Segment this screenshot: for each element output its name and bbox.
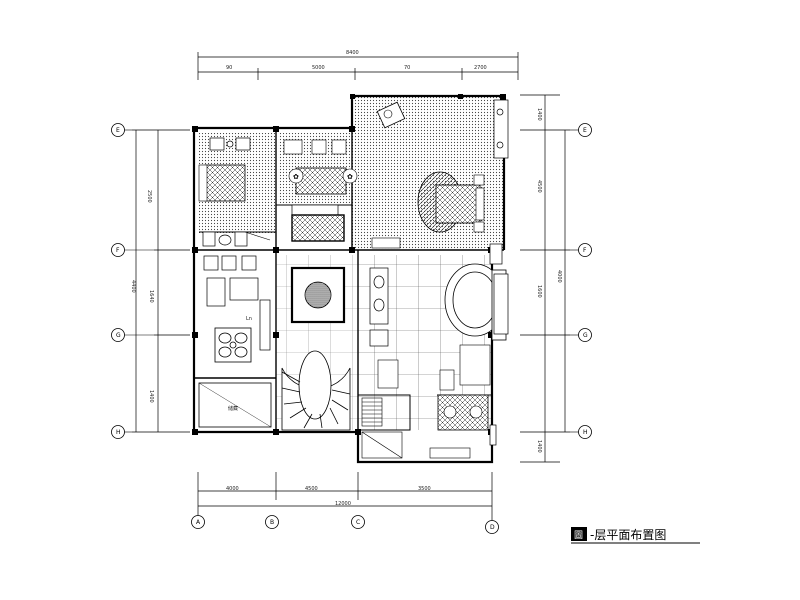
svg-text:圖: 圖 xyxy=(574,530,583,541)
closet-mid xyxy=(283,139,347,155)
axis-label-g-left: G xyxy=(116,332,121,339)
dining-table xyxy=(214,327,252,363)
axis-label-h-right: H xyxy=(583,429,588,436)
axis-line-c: C xyxy=(351,515,365,529)
dim-top-3: 70 xyxy=(404,65,410,71)
axis-line-a: A xyxy=(191,515,205,529)
axis-label-c: C xyxy=(356,519,360,526)
dim-bottom-1: 4000 xyxy=(226,486,239,492)
dim-left-3: 1640 xyxy=(148,290,154,303)
axis-label-f-right: F xyxy=(583,247,587,254)
stair-landing-rug xyxy=(291,214,345,242)
svg-text:✿: ✿ xyxy=(293,173,299,181)
dim-left-2: 4400 xyxy=(130,280,136,293)
lounge-chair xyxy=(376,101,406,129)
left-dimension-lines xyxy=(132,129,190,433)
axis-label-b: B xyxy=(270,519,274,526)
storage-room: 储藏 xyxy=(198,382,272,428)
tv-cabinet-mid xyxy=(291,204,339,216)
svg-text:✿: ✿ xyxy=(347,173,353,181)
axis-label-d: D xyxy=(490,524,495,531)
dim-bottom-3: 3500 xyxy=(418,486,431,492)
dim-top-2: 5000 xyxy=(312,65,325,71)
dim-right-5: 1400 xyxy=(536,440,542,453)
dim-left-4: 1400 xyxy=(148,390,154,403)
laundry-corner xyxy=(361,431,471,459)
dim-right-2: 4500 xyxy=(536,180,542,193)
armchairs-left xyxy=(209,137,251,151)
drawing-title: -层平面布置图 xyxy=(590,528,666,542)
axis-bubbles-left: E F G H xyxy=(111,123,154,439)
dim-left-1: 2500 xyxy=(146,190,152,203)
axis-bubbles-right: E F G H xyxy=(570,123,592,439)
dim-right-3: 1600 xyxy=(536,285,542,298)
wardrobe-master xyxy=(371,237,401,249)
master-bed xyxy=(417,171,485,233)
bathroom-bed xyxy=(437,394,489,431)
spiral-staircase xyxy=(281,350,351,431)
vanity-sinks xyxy=(369,267,389,347)
axis-label-a: A xyxy=(196,519,201,526)
dim-right-4: 4000 xyxy=(556,270,562,283)
bay-window xyxy=(493,99,509,159)
exterior-boxes xyxy=(489,243,509,446)
dim-top-1: 90 xyxy=(226,65,232,71)
axis-line-d: D xyxy=(485,520,499,534)
atrium-void xyxy=(290,266,346,324)
axis-label-e-left: E xyxy=(116,127,120,134)
small-stair xyxy=(361,397,383,427)
axis-label-e-right: E xyxy=(583,127,587,134)
dim-top-total: 8400 xyxy=(346,50,359,56)
dim-right-1: 1400 xyxy=(536,108,542,121)
door-swing-left xyxy=(244,231,271,241)
axis-label-f-left: F xyxy=(116,247,120,254)
axis-label-g-right: G xyxy=(583,332,588,339)
living-label: Ln xyxy=(246,316,252,322)
bedroom-mid-bed: ✿ ✿ xyxy=(288,167,358,195)
bedroom-left-bed xyxy=(198,164,246,202)
axis-label-h-left: H xyxy=(116,429,121,436)
dim-top-4: 2700 xyxy=(474,65,487,71)
right-dimension-lines xyxy=(520,94,570,463)
top-dimension-lines xyxy=(197,52,519,80)
storage-label: 储藏 xyxy=(228,405,238,412)
toilet-left xyxy=(202,231,248,247)
bottom-dimension-lines xyxy=(197,472,493,522)
living-furniture xyxy=(203,255,271,351)
axis-line-b: B xyxy=(265,515,279,529)
dim-bottom-total: 12000 xyxy=(335,501,351,507)
dim-bottom-2: 4500 xyxy=(305,486,318,492)
drawing-title-block: 圖 -层平面布置图 xyxy=(571,527,700,544)
shower-area xyxy=(377,344,491,391)
